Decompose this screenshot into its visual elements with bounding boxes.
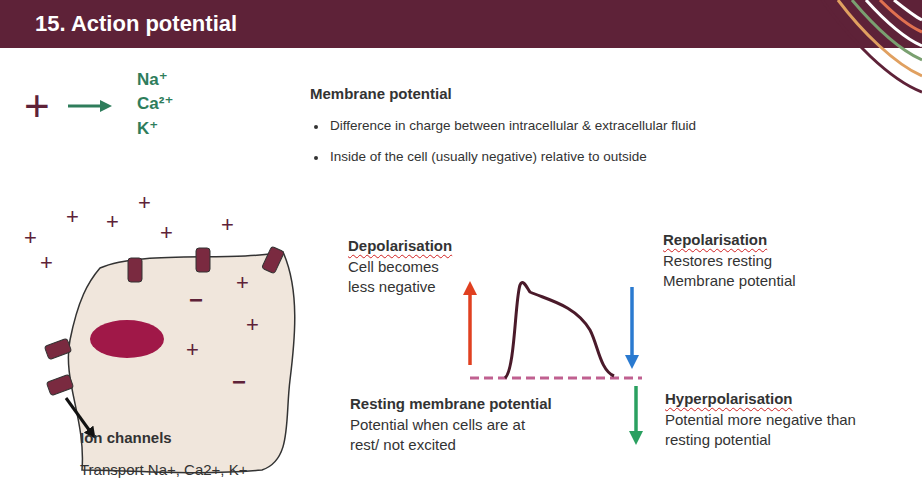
part-label: Ion channels bbox=[80, 428, 172, 448]
charge-sign: − bbox=[189, 288, 203, 312]
resting-line bbox=[470, 377, 642, 380]
bullet-text: Inside of the cell (usually negative) re… bbox=[330, 148, 647, 166]
nucleus bbox=[90, 320, 164, 358]
phase-heading: Repolarisation bbox=[663, 230, 767, 250]
phase-heading: Resting membrane potential bbox=[350, 394, 552, 414]
cell-outline bbox=[68, 252, 294, 473]
phase-description: Restores resting Membrane potential bbox=[663, 251, 818, 290]
charge-sign: + bbox=[24, 227, 37, 249]
ion-name: Ca²⁺ bbox=[137, 93, 173, 115]
charge-sign: + bbox=[66, 206, 79, 228]
charge-sign: + bbox=[236, 272, 249, 294]
leader-arrow bbox=[66, 398, 92, 434]
repolarisation-arrow bbox=[630, 287, 634, 362]
hyperpolarisation-arrow bbox=[634, 386, 638, 438]
charge-sign: + bbox=[138, 192, 151, 214]
charge-sign: − bbox=[232, 370, 246, 394]
decor-curves bbox=[822, 0, 922, 92]
ion-name: Na⁺ bbox=[137, 69, 168, 91]
bullet bbox=[314, 156, 318, 160]
phase-description: Potential when cells are at rest/ not ex… bbox=[350, 415, 555, 454]
section-heading: Membrane potential bbox=[310, 84, 452, 104]
phase-description: Potential more negative than resting pot… bbox=[665, 410, 890, 449]
action-potential-curve bbox=[505, 283, 614, 378]
phase-description: Cell becomes less negative bbox=[348, 257, 460, 296]
ion-channels bbox=[44, 246, 284, 396]
phase-heading: Depolarisation bbox=[348, 236, 452, 256]
charge-sign: + bbox=[40, 252, 53, 274]
depolarisation-arrow bbox=[468, 288, 472, 365]
phase-heading: Hyperpolarisation bbox=[665, 389, 793, 409]
bullet bbox=[314, 125, 318, 129]
ion-name: K⁺ bbox=[137, 118, 158, 140]
header-bar bbox=[0, 0, 922, 48]
charge-sign: + bbox=[160, 222, 173, 244]
slide-title: 15. Action potential bbox=[35, 10, 237, 39]
charge-sign: + bbox=[246, 314, 259, 336]
charge-sign: + bbox=[106, 211, 119, 233]
green-arrow bbox=[68, 105, 106, 108]
charge-sign: + bbox=[24, 84, 50, 128]
part-description: Transport Na+, Ca2+, K+ bbox=[80, 460, 247, 480]
bullet-text: Difference in charge between intracellul… bbox=[330, 117, 696, 135]
charge-sign: + bbox=[221, 214, 234, 236]
charge-sign: + bbox=[186, 339, 199, 361]
